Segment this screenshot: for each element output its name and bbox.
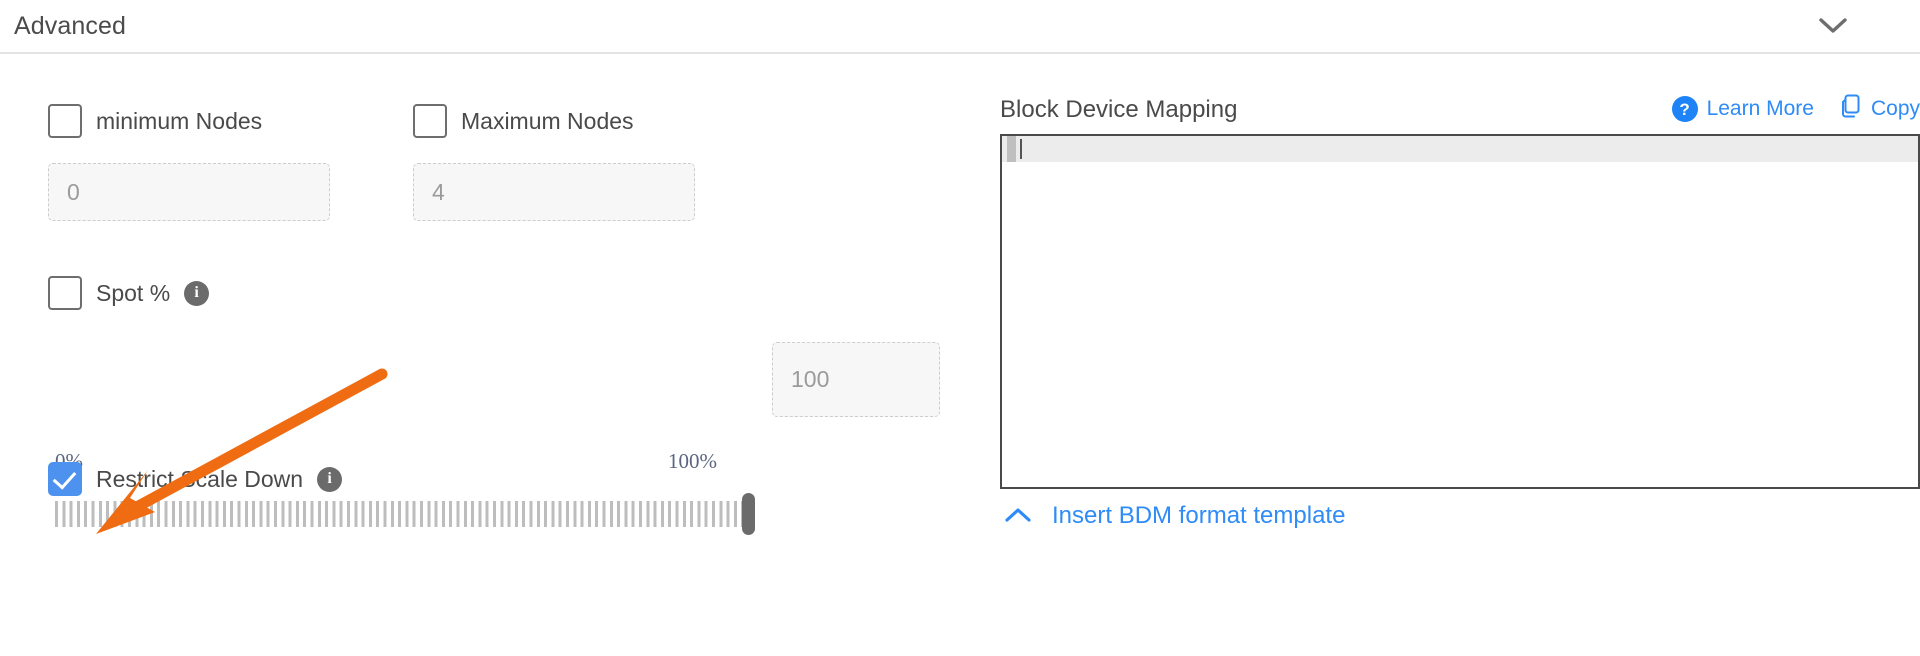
help-circle-icon: ? <box>1671 96 1698 122</box>
block-device-mapping-editor[interactable] <box>1000 134 1920 489</box>
editor-gutter <box>1007 136 1016 162</box>
block-device-mapping-header: Block Device Mapping ? Learn More Copy <box>1000 94 1920 126</box>
maximum-nodes-checkbox[interactable] <box>413 104 447 138</box>
spot-percent-value-input[interactable]: 100 <box>772 342 940 417</box>
maximum-nodes-label: Maximum Nodes <box>461 107 634 134</box>
chevron-down-icon[interactable] <box>1810 3 1856 49</box>
copy-icon <box>1840 94 1862 124</box>
minimum-nodes-label: minimum Nodes <box>96 107 263 134</box>
spot-percent-label: Spot % <box>96 279 171 306</box>
slider-tick-marks <box>55 501 755 527</box>
page-title: Advanced <box>14 11 126 40</box>
editor-caret <box>1020 139 1022 159</box>
slider-max-label: 100% <box>668 449 717 473</box>
maximum-nodes-input[interactable]: 4 <box>413 163 695 221</box>
advanced-left-column: minimum Nodes 0 Maximum Nodes 4 Spot % i… <box>0 54 980 656</box>
editor-active-line <box>1002 136 1918 162</box>
spot-percent-row: Spot % i <box>48 276 210 310</box>
maximum-nodes-row: Maximum Nodes <box>413 104 634 138</box>
info-icon[interactable]: i <box>317 466 343 492</box>
block-device-mapping-panel: Block Device Mapping ? Learn More Copy <box>1000 54 1920 656</box>
restrict-scale-down-checkbox[interactable] <box>48 462 82 496</box>
block-device-mapping-actions: ? Learn More Copy <box>1671 94 1920 124</box>
slider-thumb[interactable] <box>742 493 755 535</box>
restrict-scale-down-label: Restrict Scale Down <box>96 465 304 492</box>
chevron-up-icon <box>1004 502 1032 530</box>
copy-button[interactable]: Copy <box>1840 94 1920 124</box>
info-icon[interactable]: i <box>184 280 210 306</box>
minimum-nodes-row: minimum Nodes <box>48 104 262 138</box>
spot-percent-slider[interactable] <box>55 493 755 535</box>
block-device-mapping-title: Block Device Mapping <box>1000 96 1238 123</box>
insert-bdm-template-link[interactable]: Insert BDM format template <box>1004 502 1345 530</box>
minimum-nodes-checkbox[interactable] <box>48 104 82 138</box>
insert-bdm-template-label: Insert BDM format template <box>1052 502 1346 529</box>
learn-more-label: Learn More <box>1706 97 1814 120</box>
slider-scale-labels: 0% 100% <box>55 449 755 475</box>
advanced-section-header[interactable]: Advanced <box>0 0 1920 54</box>
learn-more-link[interactable]: ? Learn More <box>1671 96 1814 122</box>
spot-percent-checkbox[interactable] <box>48 276 82 310</box>
restrict-scale-down-row: Restrict Scale Down i <box>48 462 343 496</box>
minimum-nodes-input[interactable]: 0 <box>48 163 330 221</box>
copy-label: Copy <box>1870 97 1920 120</box>
